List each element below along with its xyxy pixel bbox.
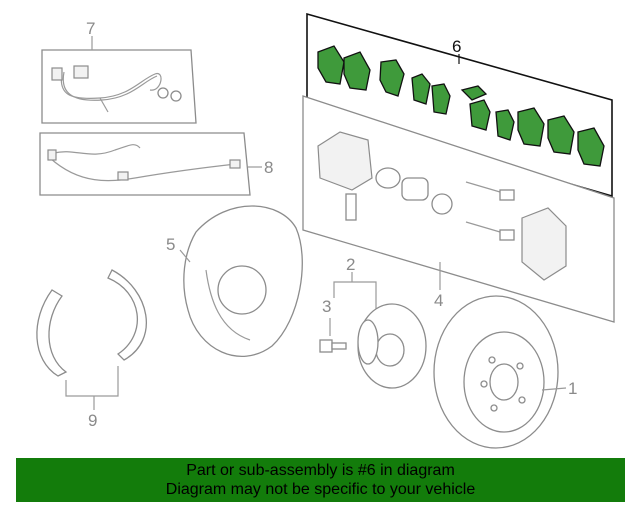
- caliper-bracket: [521, 207, 567, 281]
- callout-1: 1: [568, 379, 577, 398]
- callout-8: 8: [264, 158, 273, 177]
- part-1-brake-rotor[interactable]: 1: [433, 295, 577, 449]
- pad-2: [343, 51, 371, 91]
- banner-line-1: Part or sub-assembly is #6 in diagram: [186, 462, 455, 479]
- shim-5: [495, 109, 515, 141]
- piston: [401, 177, 429, 201]
- banner-line-2: Diagram may not be specific to your vehi…: [165, 481, 476, 498]
- callout-9: 9: [88, 411, 97, 430]
- shim-3: [431, 83, 451, 115]
- callout-5: 5: [166, 235, 175, 254]
- pad-4: [547, 115, 575, 155]
- hose-7-line: [60, 71, 162, 99]
- clip-1: [460, 85, 488, 101]
- part-2-hub-bearing[interactable]: 2: [333, 255, 427, 389]
- parts-diagram: 7 8 6: [36, 12, 615, 449]
- part-3-hub-bolt[interactable]: 3: [319, 297, 347, 353]
- pad-5: [577, 127, 605, 167]
- part-9-parking-shoes[interactable]: 9: [36, 269, 147, 430]
- part-8-brake-line[interactable]: 8: [39, 132, 273, 196]
- notice-banner: Part or sub-assembly is #6 in diagram Di…: [16, 458, 625, 502]
- caliper-body: [317, 131, 373, 191]
- shim-1: [379, 59, 405, 97]
- shim-2: [411, 73, 431, 105]
- pad-1: [317, 45, 345, 85]
- callout-3: 3: [322, 297, 331, 316]
- part-5-backing-plate[interactable]: 5: [166, 205, 303, 357]
- shim-4: [469, 99, 491, 131]
- part-6-panel: [306, 12, 613, 198]
- part-6-brake-pad-kit[interactable]: 6: [306, 12, 613, 198]
- pad-3: [517, 107, 545, 147]
- part-8-panel: [39, 132, 251, 196]
- part-7-panel: [41, 49, 197, 124]
- part-7-brake-hose[interactable]: 7: [41, 19, 197, 124]
- part-4-caliper-assembly[interactable]: 4: [302, 95, 615, 323]
- callout-7: 7: [86, 19, 95, 38]
- callout-4: 4: [434, 291, 443, 310]
- callout-2: 2: [346, 255, 355, 274]
- callout-6: 6: [452, 37, 461, 56]
